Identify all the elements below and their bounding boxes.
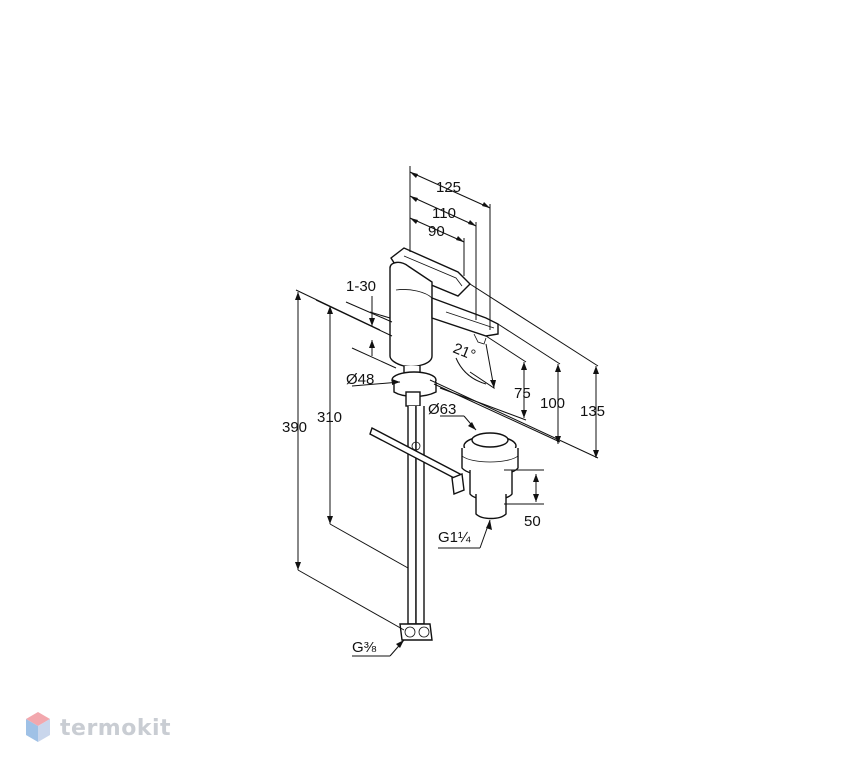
- dim-1-30: 1-30: [346, 278, 376, 295]
- brand-name: termokit: [60, 715, 172, 741]
- waste-assembly: [451, 432, 519, 520]
- brand-logo: termokit: [24, 710, 171, 746]
- dim-100: 100: [540, 395, 565, 412]
- dim-hose-thread: G⅜: [352, 639, 377, 656]
- dim-waste-diameter: Ø63: [428, 401, 456, 418]
- dim-75: 75: [514, 385, 531, 402]
- cube-logo-icon: [26, 712, 50, 742]
- dim-90: 90: [428, 223, 445, 240]
- dimension-lines: [295, 166, 599, 657]
- arrowheads: [295, 172, 599, 648]
- dim-125: 125: [436, 179, 461, 196]
- dim-body-diameter: Ø48: [346, 371, 374, 388]
- dim-50: 50: [524, 513, 541, 530]
- dim-390: 390: [282, 419, 307, 436]
- dim-angle: 21°: [451, 340, 478, 364]
- dim-310: 310: [317, 409, 342, 426]
- dim-110: 110: [432, 205, 456, 222]
- flex-hoses: [369, 406, 461, 641]
- dim-waste-thread: G1¼: [438, 529, 471, 546]
- dim-135: 135: [580, 403, 605, 420]
